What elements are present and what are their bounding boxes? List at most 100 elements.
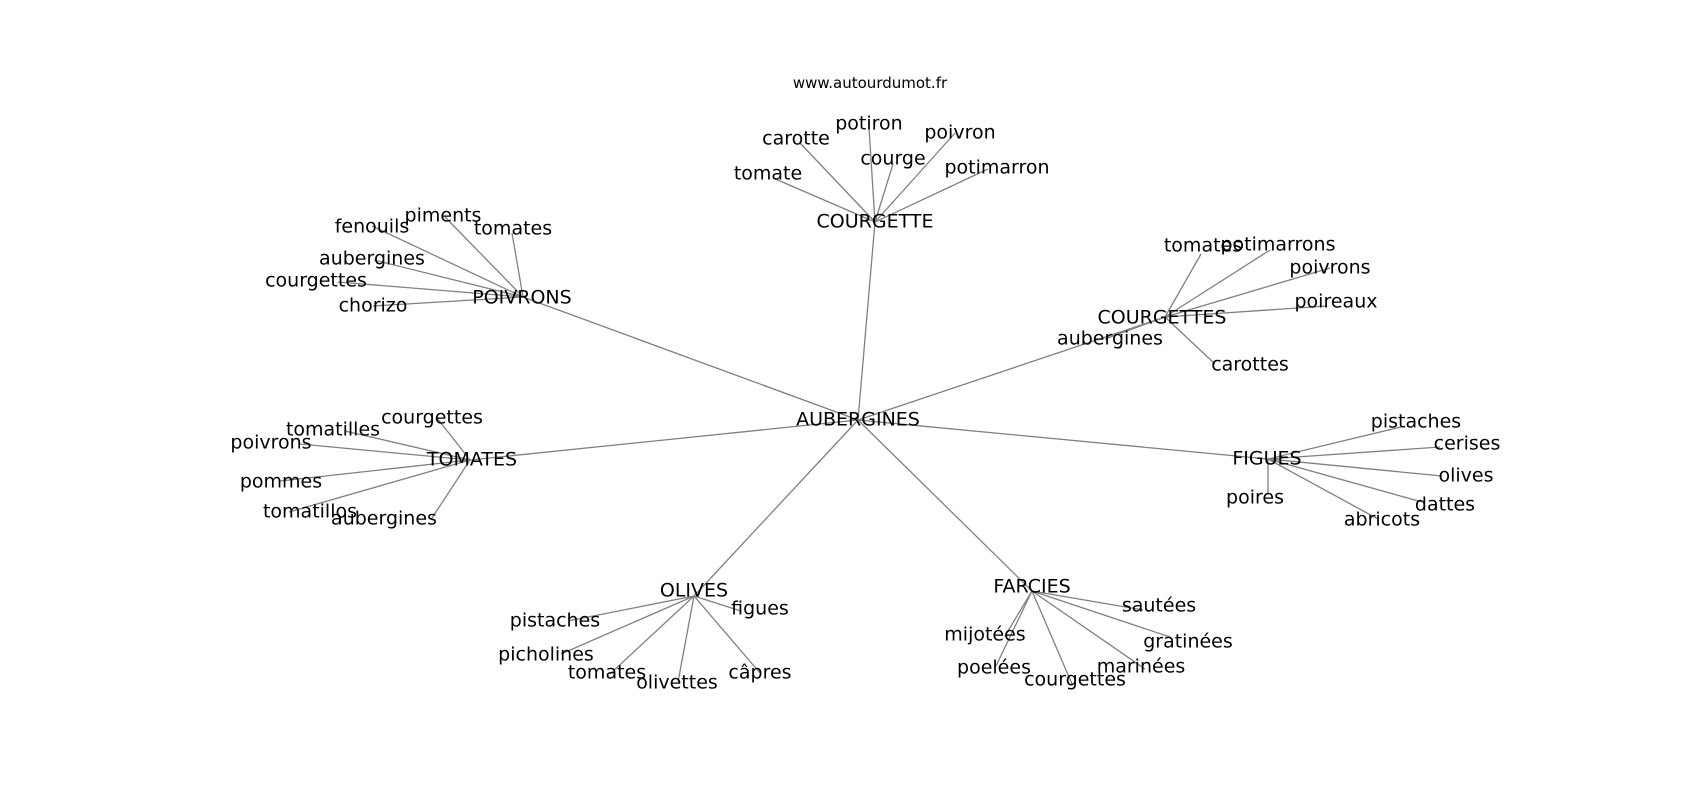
- edge-olives-1: [567, 595, 695, 622]
- edge-farcies-4: [995, 590, 1033, 667]
- edge-root-poivrons: [522, 296, 859, 421]
- edge-farcies-5: [1004, 590, 1033, 637]
- edge-courgettes-0: [1164, 253, 1202, 318]
- leaf-farcies-1[interactable]: gratinées: [1143, 631, 1233, 653]
- node-olives[interactable]: OLIVES: [660, 580, 728, 602]
- leaf-farcies-5[interactable]: mijotées: [944, 624, 1025, 646]
- leaf-courgettes-2[interactable]: poivrons: [1289, 257, 1370, 279]
- leaf-tomates-2[interactable]: poivrons: [230, 432, 311, 454]
- node-courgettes[interactable]: COURGETTES: [1097, 307, 1226, 329]
- leaf-olives-4[interactable]: olivettes: [636, 672, 718, 694]
- leaf-tomates-5[interactable]: aubergines: [331, 508, 437, 530]
- leaf-poivrons-4[interactable]: courgettes: [265, 270, 367, 292]
- leaf-poivrons-0[interactable]: fenouils: [335, 216, 410, 238]
- edge-root-courgette: [857, 221, 876, 421]
- leaf-farcies-4[interactable]: poelées: [957, 657, 1031, 679]
- node-root[interactable]: AUBERGINES: [796, 409, 920, 431]
- edge-figues-2: [1267, 458, 1443, 477]
- edge-courgette-0: [772, 177, 876, 223]
- leaf-courgette-4[interactable]: poivron: [924, 122, 995, 144]
- leaf-poivrons-2[interactable]: tomates: [474, 218, 552, 240]
- edge-root-courgettes: [857, 316, 1166, 421]
- graph-edges: [279, 127, 1443, 685]
- leaf-poivrons-3[interactable]: aubergines: [319, 248, 425, 270]
- edge-olives-3: [609, 595, 695, 675]
- node-figues[interactable]: FIGUES: [1232, 448, 1301, 470]
- edge-courgette-2: [868, 127, 876, 223]
- leaf-courgettes-4[interactable]: aubergines: [1057, 328, 1163, 350]
- leaf-courgette-1[interactable]: carotte: [762, 128, 830, 150]
- edge-figues-4: [1267, 458, 1379, 520]
- edge-farcies-1: [1031, 590, 1171, 638]
- leaf-courgette-3[interactable]: courge: [860, 148, 925, 170]
- edge-olives-2: [560, 595, 695, 655]
- edge-farcies-3: [1031, 590, 1073, 685]
- edge-tomates-1: [344, 430, 471, 461]
- leaf-poivrons-1[interactable]: piments: [405, 205, 482, 227]
- leaf-olives-1[interactable]: pistaches: [510, 610, 600, 632]
- node-courgette[interactable]: COURGETTE: [817, 211, 934, 233]
- edge-courgette-4: [874, 132, 956, 223]
- edge-root-farcies: [857, 419, 1033, 592]
- edge-courgettes-5: [1164, 316, 1216, 365]
- leaf-courgette-0[interactable]: tomate: [734, 163, 802, 185]
- leaf-figues-5[interactable]: poires: [1226, 487, 1284, 509]
- leaf-olives-5[interactable]: câpres: [728, 662, 791, 684]
- edge-olives-0: [693, 595, 742, 612]
- leaf-farcies-2[interactable]: marinées: [1097, 656, 1186, 678]
- leaf-tomates-3[interactable]: pommes: [240, 471, 322, 493]
- edge-root-olives: [693, 419, 859, 597]
- edge-courgette-3: [874, 163, 894, 223]
- edge-figues-1: [1267, 446, 1441, 460]
- edge-poivrons-4: [337, 281, 524, 298]
- edge-figues-3: [1267, 458, 1423, 503]
- edge-tomates-3: [279, 459, 471, 482]
- leaf-figues-4[interactable]: abricots: [1344, 509, 1420, 531]
- leaf-tomates-1[interactable]: tomatilles: [286, 419, 380, 441]
- leaf-farcies-0[interactable]: sautées: [1122, 595, 1196, 617]
- edge-olives-4: [677, 595, 695, 683]
- leaf-olives-0[interactable]: figues: [731, 598, 789, 620]
- leaf-courgettes-5[interactable]: carottes: [1211, 354, 1289, 376]
- leaf-poivrons-5[interactable]: chorizo: [339, 295, 408, 317]
- node-poivrons[interactable]: POIVRONS: [472, 287, 571, 309]
- edge-tomates-5: [431, 459, 471, 519]
- leaf-tomates-0[interactable]: courgettes: [381, 407, 483, 429]
- edge-courgette-1: [799, 142, 876, 223]
- edge-poivrons-2: [511, 232, 524, 298]
- edge-root-tomates: [469, 419, 859, 461]
- node-tomates[interactable]: TOMATES: [426, 449, 517, 471]
- edge-courgettes-4: [1104, 316, 1166, 340]
- edge-poivrons-5: [372, 296, 524, 307]
- edge-olives-5: [693, 595, 761, 674]
- leaf-olives-3[interactable]: tomates: [568, 662, 646, 684]
- edge-courgettes-3: [1164, 305, 1328, 318]
- leaf-courgette-5[interactable]: potimarron: [944, 157, 1049, 179]
- edge-farcies-2: [1031, 590, 1146, 670]
- edge-tomates-0: [436, 417, 471, 461]
- edge-tomates-4: [288, 459, 471, 513]
- leaf-olives-2[interactable]: picholines: [498, 644, 594, 666]
- edge-poivrons-1: [444, 216, 524, 298]
- leaf-farcies-3[interactable]: courgettes: [1024, 669, 1126, 691]
- edge-farcies-0: [1031, 590, 1144, 611]
- edge-tomates-2: [299, 443, 471, 461]
- edge-root-figues: [857, 419, 1269, 460]
- edge-courgette-5: [874, 168, 989, 223]
- leaf-courgettes-1[interactable]: potimarrons: [1220, 234, 1335, 256]
- leaf-figues-2[interactable]: olives: [1438, 465, 1493, 487]
- leaf-figues-1[interactable]: cerises: [1434, 433, 1501, 455]
- leaf-courgettes-0[interactable]: tomates: [1164, 235, 1242, 257]
- leaf-figues-0[interactable]: pistaches: [1371, 411, 1461, 433]
- leaf-courgette-2[interactable]: potiron: [835, 113, 902, 135]
- edge-courgettes-1: [1164, 249, 1271, 318]
- leaf-tomates-4[interactable]: tomatillos: [263, 501, 357, 523]
- node-farcies[interactable]: FARCIES: [993, 576, 1070, 598]
- edge-poivrons-0: [371, 225, 524, 298]
- site-url-label: www.autourdumot.fr: [793, 74, 948, 92]
- edge-poivrons-3: [373, 259, 524, 298]
- leaf-figues-3[interactable]: dattes: [1415, 494, 1475, 516]
- leaf-courgettes-3[interactable]: poireaux: [1295, 291, 1378, 313]
